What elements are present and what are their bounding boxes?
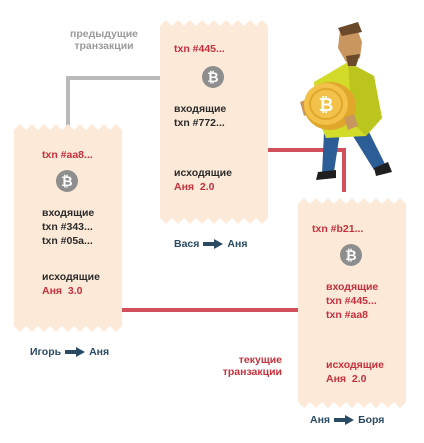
txn-id: txn #aa8...	[42, 149, 93, 161]
outputs-label: исходящие	[326, 359, 384, 371]
svg-text:₿: ₿	[319, 95, 334, 116]
transfer-caption-right: Аня Боря	[310, 414, 384, 426]
outputs-label: исходящие	[174, 167, 232, 179]
bitcoin-coin-icon: ₿	[340, 244, 362, 266]
transfer-caption-middle: Вася Аня	[174, 238, 247, 250]
input-txn: txn #445...	[326, 295, 377, 307]
arrow-right-icon	[65, 347, 86, 357]
bitcoin-coin-icon: ₿	[56, 170, 78, 192]
previous-transactions-label: предыдущие транзакции	[69, 28, 138, 52]
output-value: Аня 2.0	[174, 181, 215, 193]
person-with-bitcoin-illustration: ₿	[300, 22, 392, 180]
transfer-caption-left: Игорь Аня	[30, 346, 109, 358]
input-txn: txn #343...	[42, 221, 93, 233]
txn-id: txn #b21...	[312, 223, 364, 235]
input-txn: txn #05a...	[42, 235, 93, 247]
txn-id: txn #445...	[174, 43, 225, 55]
arrow-right-icon	[334, 415, 355, 425]
inputs-label: входящие	[42, 207, 95, 219]
inputs-label: входящие	[326, 281, 379, 293]
to-name: Аня	[227, 238, 248, 250]
to-name: Боря	[358, 414, 385, 426]
to-name: Аня	[89, 346, 110, 358]
current-transactions-label: текущие транзакции	[222, 354, 282, 378]
bitcoin-coin-icon: ₿	[202, 66, 224, 88]
input-txn: txn #aa8	[326, 309, 369, 321]
from-name: Вася	[174, 238, 200, 250]
outputs-label: исходящие	[42, 271, 100, 283]
output-value: Аня 2.0	[326, 373, 367, 385]
input-txn: txn #772...	[174, 117, 225, 129]
arrow-right-icon	[203, 239, 224, 249]
output-value: Аня 3.0	[42, 285, 83, 297]
receipt-middle: txn #445... ₿ входящие txn #772... исход…	[160, 20, 268, 224]
inputs-label: входящие	[174, 103, 227, 115]
from-name: Игорь	[30, 346, 62, 358]
receipt-left: txn #aa8... ₿ входящие txn #343... txn #…	[14, 124, 122, 332]
receipt-right: txn #b21... ₿ входящие txn #445... txn #…	[298, 198, 406, 408]
from-name: Аня	[310, 414, 331, 426]
